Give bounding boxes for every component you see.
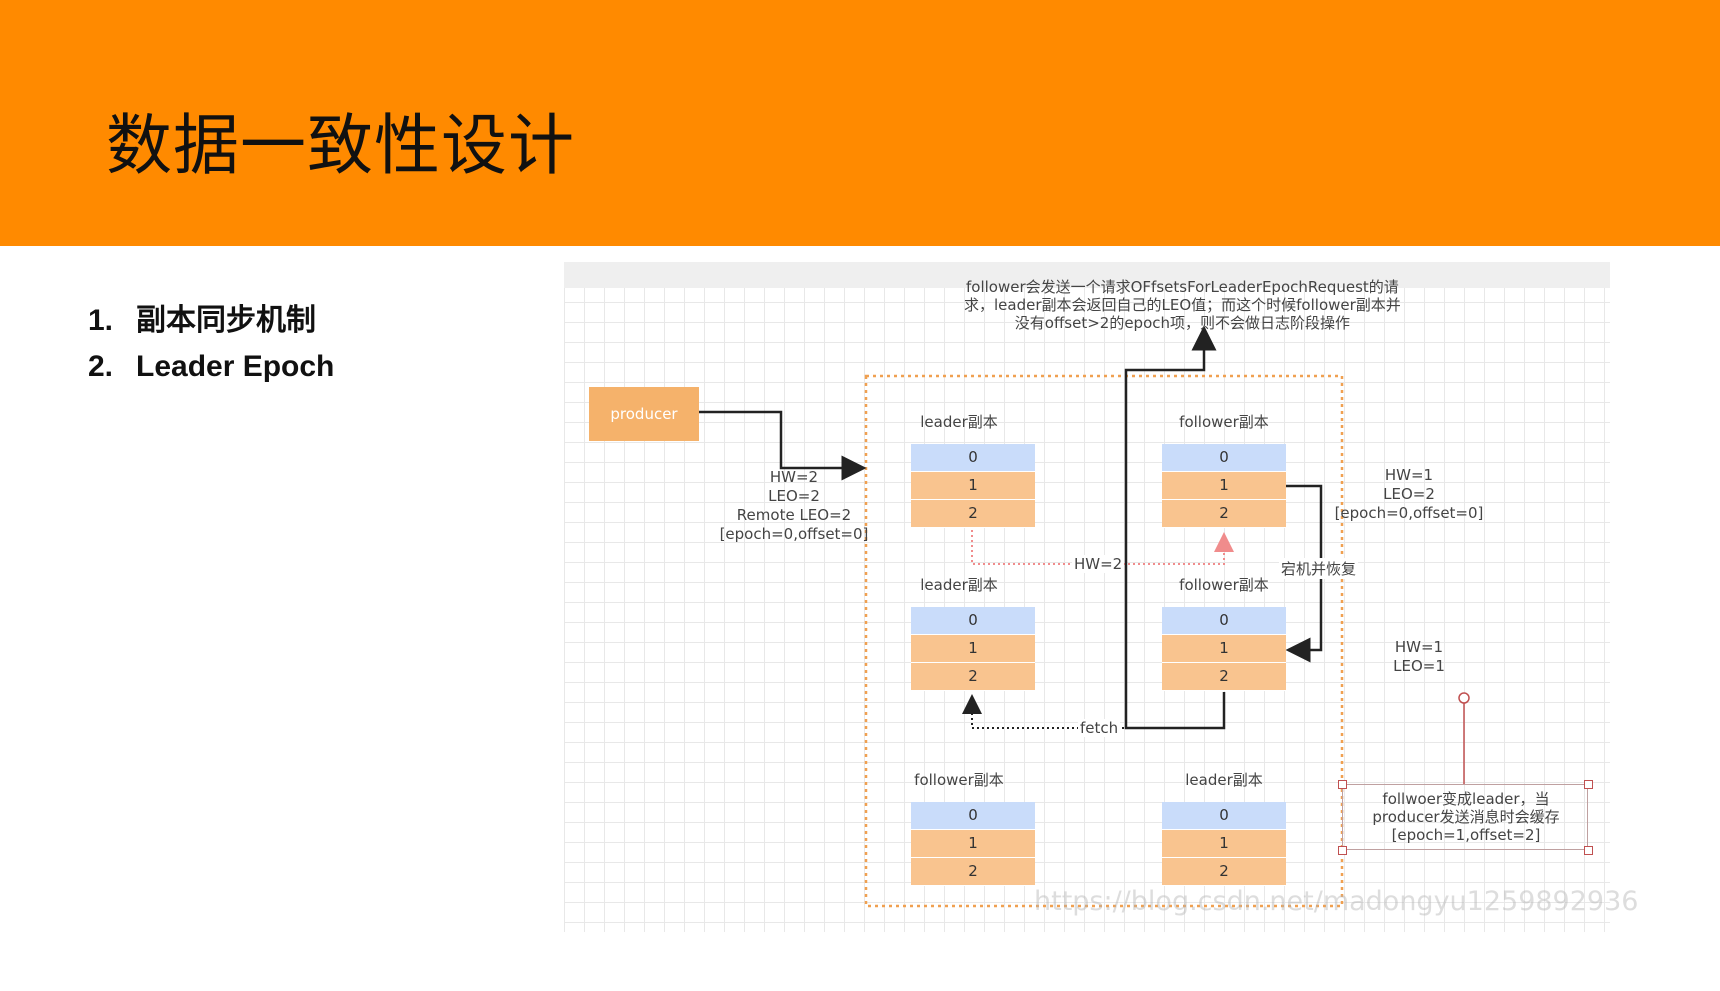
leader-state-label: HW=2 LEO=2 Remote LEO=2 [epoch=0,offset=… — [714, 468, 874, 544]
state-line: HW=1 — [1394, 638, 1444, 656]
log-entry: 0 — [911, 444, 1035, 472]
top-note-line: 没有offset>2的epoch项，则不会做日志阶段操作 — [1014, 314, 1351, 332]
log-entry: 2 — [911, 858, 1035, 886]
replica-title: leader副本 — [920, 413, 998, 431]
fetch-label: fetch — [1078, 719, 1121, 737]
replica-group-frame — [864, 374, 1344, 908]
selection-handle — [1338, 846, 1347, 855]
connector-layer — [699, 325, 1470, 908]
producer-arrow — [699, 410, 867, 481]
replica-title: leader副本 — [920, 576, 998, 594]
outline-text: Leader Epoch — [136, 350, 335, 383]
producer-node: producer — [589, 387, 699, 441]
top-note: follower会发送一个请求OFfsetsForLeaderEpochRequ… — [964, 278, 1401, 332]
log-entry: 2 — [1162, 663, 1286, 691]
selection-handle — [1338, 780, 1347, 789]
recovered-state-label: HW=1 LEO=1 — [1364, 638, 1474, 676]
replica-log: 0 1 2 — [1162, 607, 1286, 691]
outline-item: 1. 副本同步机制 — [88, 298, 334, 344]
outline-list: 1. 副本同步机制 2. Leader Epoch — [88, 298, 334, 390]
note-line: producer发送消息时会缓存 — [1372, 808, 1560, 826]
replica-log: 0 1 2 — [911, 802, 1035, 886]
epoch-request-arrow — [1124, 325, 1226, 730]
canvas-top-bar — [564, 262, 1610, 288]
log-entry: 0 — [911, 607, 1035, 635]
follower-state-label: HW=1 LEO=2 [epoch=0,offset=0] — [1334, 466, 1484, 523]
log-entry: 1 — [911, 472, 1035, 500]
grid-background — [564, 262, 1610, 932]
log-entry: 1 — [1162, 830, 1286, 858]
fetch-arrow — [962, 694, 1124, 729]
note-anchor-handle — [1458, 692, 1470, 704]
note-text: follwoer变成leader，当 producer发送消息时会缓存 [epo… — [1343, 790, 1589, 844]
replica-log: 0 1 2 — [1162, 802, 1286, 886]
state-line: LEO=1 — [1393, 657, 1445, 675]
crash-recover-label: 宕机并恢复 — [1279, 558, 1359, 579]
hw-label: HW=2 — [1072, 555, 1125, 573]
replica-log: 0 1 2 — [911, 607, 1035, 691]
replica-title: leader副本 — [1185, 771, 1263, 789]
state-line: LEO=2 — [768, 487, 820, 505]
log-entry: 2 — [911, 663, 1035, 691]
note-line: [epoch=1,offset=2] — [1391, 826, 1541, 844]
state-line: [epoch=0,offset=0] — [719, 525, 869, 543]
replica-title: follower副本 — [914, 771, 1004, 789]
leader-epoch-diagram: producer follower会发送一个请求OFfsetsForLeader… — [564, 262, 1638, 932]
log-entry: 2 — [911, 500, 1035, 528]
title-banner: 数据一致性设计 — [0, 0, 1720, 246]
outline-item: 2. Leader Epoch — [88, 344, 334, 390]
state-line: HW=1 — [1384, 466, 1434, 484]
state-line: Remote LEO=2 — [736, 506, 852, 524]
state-line: [epoch=0,offset=0] — [1334, 504, 1484, 522]
replica-title: follower副本 — [1179, 413, 1269, 431]
watermark: https://blog.csdn.net/madongyu1259892936 — [1034, 886, 1639, 917]
epoch-cache-note: follwoer变成leader，当 producer发送消息时会缓存 [epo… — [1342, 784, 1588, 850]
outline-number: 2. — [88, 350, 114, 383]
selection-handle — [1584, 780, 1593, 789]
log-entry: 1 — [911, 830, 1035, 858]
log-entry: 0 — [911, 802, 1035, 830]
log-entry: 0 — [1162, 444, 1286, 472]
log-entry: 0 — [1162, 607, 1286, 635]
log-entry: 1 — [1162, 635, 1286, 663]
replica-log: 0 1 2 — [1162, 444, 1286, 528]
slide-title: 数据一致性设计 — [106, 107, 575, 184]
log-entry: 2 — [1162, 500, 1286, 528]
outline-number: 1. — [88, 304, 114, 337]
top-note-line: follower会发送一个请求OFfsetsForLeaderEpochRequ… — [965, 278, 1399, 296]
note-line: follwoer变成leader，当 — [1382, 790, 1550, 808]
state-line: HW=2 — [769, 468, 819, 486]
top-note-line: 求，leader副本会返回自己的LEO值；而这个时候follower副本并 — [964, 296, 1401, 314]
replica-log: 0 1 2 — [911, 444, 1035, 528]
log-entry: 1 — [911, 635, 1035, 663]
log-entry: 0 — [1162, 802, 1286, 830]
state-line: LEO=2 — [1383, 485, 1435, 503]
log-entry: 1 — [1162, 472, 1286, 500]
selection-handle — [1584, 846, 1593, 855]
outline-text: 副本同步机制 — [136, 304, 316, 337]
log-entry: 2 — [1162, 858, 1286, 886]
replica-title: follower副本 — [1179, 576, 1269, 594]
